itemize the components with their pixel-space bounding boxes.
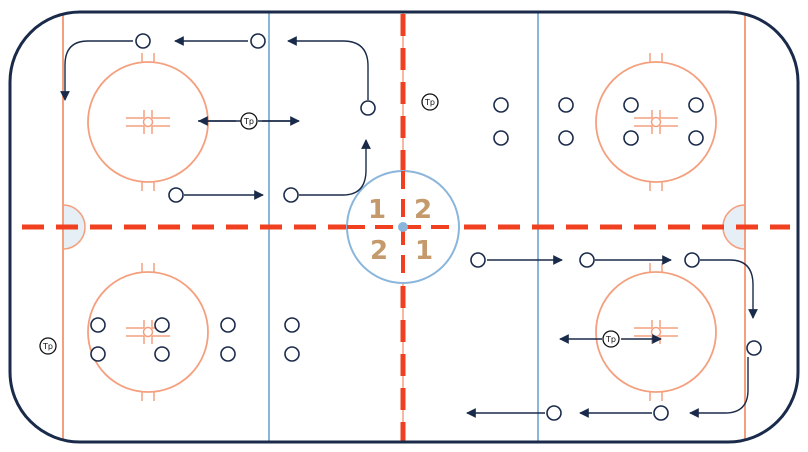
svg-text:Tp: Tp	[42, 342, 53, 351]
faceoff-circle-ring	[87, 61, 209, 183]
player-marker	[250, 33, 266, 49]
coach-marker: Tp	[39, 337, 57, 355]
zone-label-bottom-left: 2	[370, 236, 388, 266]
player-marker	[688, 130, 704, 146]
arrow-right-bottom-curve	[689, 357, 749, 418]
player-marker	[746, 340, 762, 356]
faceoff-circle-ring	[87, 271, 209, 393]
player-marker	[90, 317, 106, 333]
coach-marker: Tp	[602, 330, 620, 348]
player-marker	[684, 252, 700, 268]
drill-arrows	[60, 36, 758, 418]
players	[90, 33, 762, 421]
faceoff-circle	[87, 53, 209, 191]
player-marker	[220, 317, 236, 333]
coach-marker: Tp	[421, 93, 439, 111]
arrow-bottom-up-curve	[299, 139, 371, 196]
player-marker	[220, 346, 236, 362]
player-marker	[90, 346, 106, 362]
player-marker	[558, 130, 574, 146]
faceoff-circle	[595, 53, 717, 191]
arrow-right-down-curve	[700, 259, 758, 319]
player-marker	[688, 97, 704, 113]
player-marker	[284, 346, 300, 362]
player-marker	[558, 97, 574, 113]
player-marker	[360, 100, 376, 116]
zone-label-bottom-right: 1	[415, 236, 433, 266]
player-marker	[579, 252, 595, 268]
faceoff-circle	[87, 263, 209, 401]
player-marker	[653, 405, 669, 421]
faceoff-circle-ring	[595, 61, 717, 183]
zone-label-top-right: 2	[414, 195, 432, 225]
player-marker	[154, 317, 170, 333]
coach-marker: Tp	[240, 112, 258, 130]
player-marker	[168, 187, 184, 203]
zone-label-top-left: 1	[368, 195, 386, 225]
arrow-top-left-curve	[60, 40, 133, 101]
faceoff-dot	[142, 326, 154, 338]
center-faceoff-dot	[398, 222, 408, 232]
player-marker	[284, 317, 300, 333]
coaches: Tp Tp Tp Tp	[39, 93, 620, 355]
faceoff-dot	[650, 116, 662, 128]
player-marker	[135, 33, 151, 49]
player-marker	[493, 130, 509, 146]
faceoff-dot	[650, 326, 662, 338]
faceoff-dot	[142, 116, 154, 128]
svg-text:Tp: Tp	[243, 117, 254, 126]
svg-text:Tp: Tp	[424, 98, 435, 107]
faceoff-circle-ring	[595, 271, 717, 393]
player-marker	[493, 97, 509, 113]
player-marker	[154, 346, 170, 362]
faceoff-circle	[595, 263, 717, 401]
player-marker	[623, 97, 639, 113]
player-marker	[470, 252, 486, 268]
faceoff-circles	[87, 53, 717, 401]
svg-text:Tp: Tp	[605, 335, 616, 344]
player-marker	[546, 405, 562, 421]
arrow-top-up-curve	[287, 36, 369, 100]
player-marker	[283, 187, 299, 203]
rink-boards	[8, 10, 800, 444]
player-marker	[623, 130, 639, 146]
